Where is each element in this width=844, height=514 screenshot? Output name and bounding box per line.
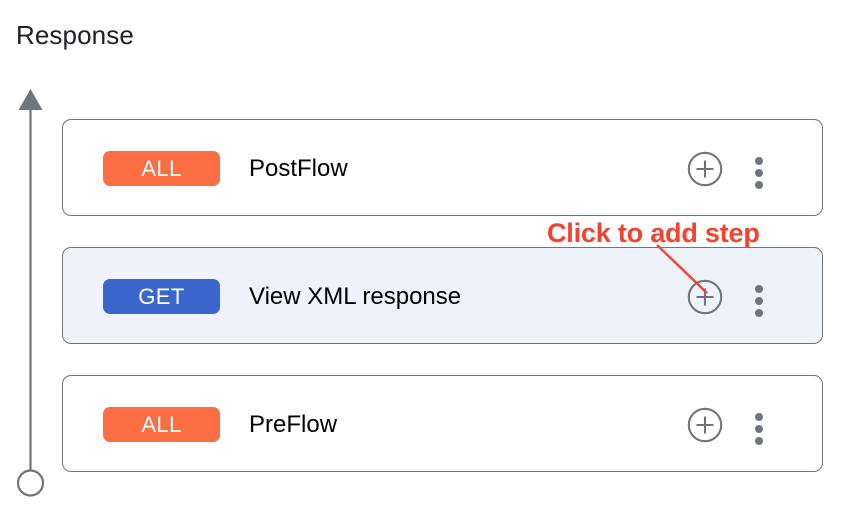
add-step-button[interactable] bbox=[686, 150, 724, 188]
method-badge: ALL bbox=[103, 407, 220, 442]
flow-step-row-selected[interactable]: GET View XML response bbox=[62, 247, 823, 344]
kebab-dot-2 bbox=[755, 425, 763, 433]
flow-step-label: PreFlow bbox=[249, 411, 338, 438]
flow-direction-arrow bbox=[8, 88, 56, 500]
plus-circle-icon bbox=[687, 151, 723, 187]
kebab-dot-3 bbox=[755, 437, 763, 445]
flow-step-row[interactable]: ALL PreFlow bbox=[62, 375, 823, 472]
plus-circle-icon bbox=[687, 407, 723, 443]
method-badge: ALL bbox=[103, 151, 220, 186]
kebab-menu-button[interactable] bbox=[749, 278, 769, 317]
annotation-callout-text: Click to add step bbox=[547, 218, 760, 248]
kebab-dot-2 bbox=[755, 297, 763, 305]
kebab-dot-1 bbox=[755, 157, 763, 165]
kebab-dot-2 bbox=[755, 169, 763, 177]
flow-step-label: View XML response bbox=[249, 283, 462, 310]
flow-step-row[interactable]: ALL PostFlow bbox=[62, 119, 823, 216]
kebab-menu-button[interactable] bbox=[749, 406, 769, 445]
add-step-button-row-2[interactable] bbox=[686, 278, 724, 316]
method-badge: GET bbox=[103, 279, 220, 314]
page-title: Response bbox=[16, 20, 134, 50]
flow-step-label: PostFlow bbox=[249, 155, 348, 182]
add-step-button[interactable] bbox=[686, 406, 724, 444]
kebab-menu-button[interactable] bbox=[749, 150, 769, 189]
plus-circle-icon bbox=[687, 279, 723, 315]
kebab-dot-1 bbox=[755, 413, 763, 421]
kebab-dot-1 bbox=[755, 285, 763, 293]
kebab-dot-3 bbox=[755, 181, 763, 189]
kebab-dot-3 bbox=[755, 309, 763, 317]
